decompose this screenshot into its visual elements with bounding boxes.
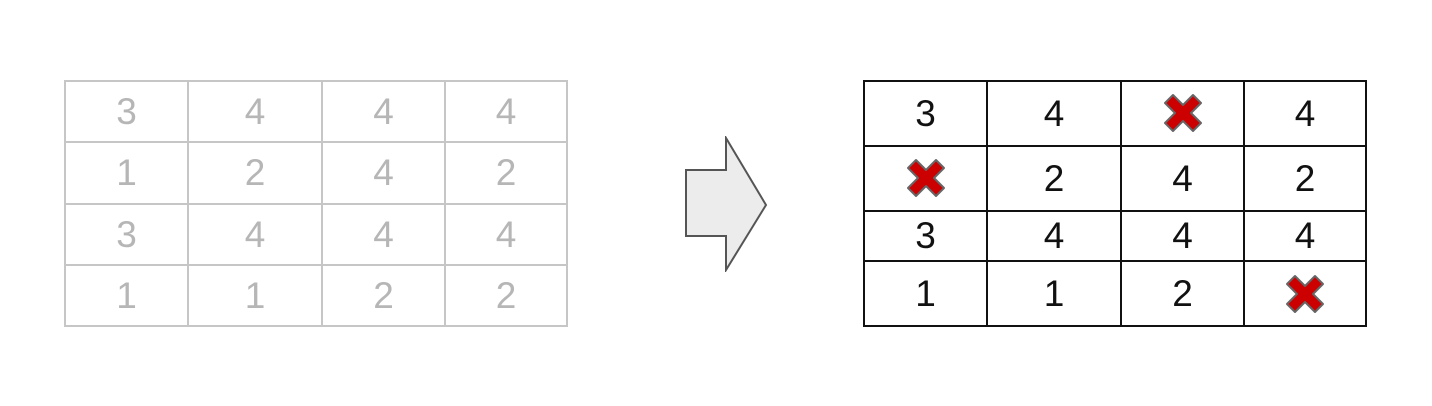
grid-cell: 4 [1243, 80, 1367, 147]
grid-cell: 4 [321, 202, 446, 266]
grid-cell: 3 [863, 209, 988, 263]
grid-cell [863, 144, 988, 212]
grid-cell: 4 [187, 79, 323, 144]
grid-cell: 4 [187, 202, 323, 266]
grid-cell [1120, 80, 1245, 147]
grid-cell: 3 [863, 80, 988, 147]
grid-cell: 2 [444, 141, 568, 205]
grid-cell: 4 [444, 202, 568, 266]
grid-cell: 2 [1243, 144, 1367, 212]
grid-cell: 2 [1120, 260, 1245, 327]
x-mark-icon [1163, 94, 1202, 133]
original-grid: 3 4 4 4 1 2 4 2 3 4 4 4 1 1 2 2 [64, 79, 568, 328]
grid-cell: 3 [64, 79, 189, 144]
right-arrow-icon [685, 136, 768, 272]
grid-cell: 1 [64, 263, 189, 328]
grid-cell: 4 [986, 80, 1122, 147]
grid-row: 1 1 2 2 [64, 263, 568, 328]
x-mark-icon [906, 159, 945, 198]
grid-cell: 4 [321, 141, 446, 205]
grid-cell: 4 [1243, 209, 1367, 263]
grid-cell [1243, 260, 1367, 327]
grid-cell: 2 [444, 263, 568, 328]
grid-row: 3 4 4 4 [863, 209, 1367, 263]
grid-cell: 4 [1120, 144, 1245, 212]
grid-row: 1 1 2 [863, 260, 1367, 327]
grid-cell: 2 [321, 263, 446, 328]
grid-cell: 1 [64, 141, 189, 205]
grid-cell: 4 [986, 209, 1122, 263]
grid-cell: 1 [986, 260, 1122, 327]
grid-cell: 2 [986, 144, 1122, 212]
grid-cell: 4 [321, 79, 446, 144]
grid-row: 3 4 4 [863, 80, 1367, 147]
x-mark-icon [1286, 274, 1324, 313]
grid-row: 2 4 2 [863, 144, 1367, 212]
grid-cell: 1 [863, 260, 988, 327]
result-grid: 3 4 4 2 4 2 3 4 4 4 1 1 2 [863, 80, 1367, 327]
grid-cell: 1 [187, 263, 323, 328]
grid-row: 3 4 4 4 [64, 79, 568, 144]
grid-cell: 4 [1120, 209, 1245, 263]
grid-cell: 3 [64, 202, 189, 266]
grid-cell: 2 [187, 141, 323, 205]
grid-row: 1 2 4 2 [64, 141, 568, 205]
grid-row: 3 4 4 4 [64, 202, 568, 266]
grid-cell: 4 [444, 79, 568, 144]
